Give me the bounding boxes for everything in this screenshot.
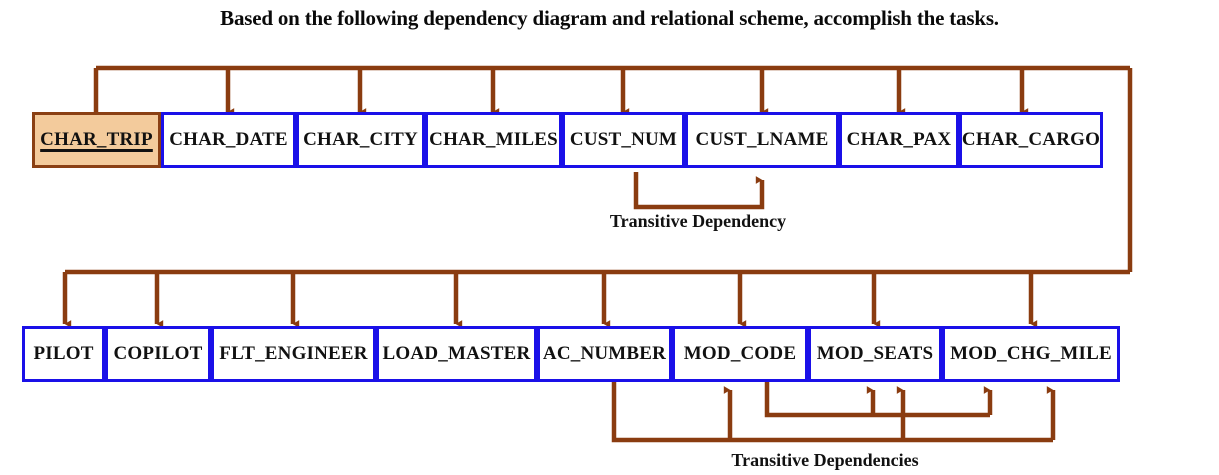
- attribute-box-cust-num[interactable]: CUST_NUM: [562, 112, 685, 168]
- attribute-box-flt-engineer[interactable]: FLT_ENGINEER: [211, 326, 376, 382]
- attribute-box-ac-number[interactable]: AC_NUMBER: [537, 326, 672, 382]
- transitive-dependency-cust-num-to-cust-lname: [633, 172, 765, 210]
- attribute-label: CHAR_TRIP: [40, 129, 153, 150]
- attribute-label: CHAR_PAX: [846, 129, 952, 150]
- attribute-label: FLT_ENGINEER: [219, 343, 368, 364]
- attribute-label: LOAD_MASTER: [382, 343, 531, 364]
- attribute-label: PILOT: [33, 343, 94, 364]
- attribute-box-cust-lname[interactable]: CUST_LNAME: [685, 112, 839, 168]
- pk-dependency-bridge: [65, 68, 1133, 275]
- attribute-label: COPILOT: [113, 343, 203, 364]
- attribute-box-mod-chg-mile[interactable]: MOD_CHG_MILE: [942, 326, 1120, 382]
- attribute-label: MOD_SEATS: [816, 343, 934, 364]
- attribute-box-char-pax[interactable]: CHAR_PAX: [839, 112, 959, 168]
- attribute-label: MOD_CODE: [683, 343, 797, 364]
- attribute-label: CHAR_CITY: [303, 129, 418, 150]
- attribute-label: CHAR_CARGO: [961, 129, 1101, 150]
- transitive-dependency-caption-bottom: Transitive Dependencies: [731, 450, 919, 470]
- pk-dependency-bus-row2: [62, 272, 1038, 328]
- attribute-box-char-cargo[interactable]: CHAR_CARGO: [959, 112, 1103, 168]
- attribute-box-char-city[interactable]: CHAR_CITY: [296, 112, 425, 168]
- attribute-box-copilot[interactable]: COPILOT: [105, 326, 211, 382]
- attribute-label: CHAR_DATE: [169, 129, 288, 150]
- attribute-box-load-master[interactable]: LOAD_MASTER: [376, 326, 537, 382]
- transitive-dependency-caption-top: Transitive Dependency: [609, 211, 787, 231]
- attribute-label: CUST_NUM: [569, 129, 678, 150]
- attribute-box-char-trip[interactable]: CHAR_TRIP: [32, 112, 161, 168]
- attribute-box-mod-code[interactable]: MOD_CODE: [672, 326, 808, 382]
- attribute-box-char-miles[interactable]: CHAR_MILES: [425, 112, 562, 168]
- attribute-label: CUST_LNAME: [695, 129, 829, 150]
- attribute-label: AC_NUMBER: [542, 343, 667, 364]
- transitive-dependency-mod-code-group: [764, 382, 993, 418]
- attribute-label: MOD_CHG_MILE: [950, 343, 1112, 364]
- attribute-box-mod-seats[interactable]: MOD_SEATS: [808, 326, 942, 382]
- attribute-box-pilot[interactable]: PILOT: [22, 326, 105, 382]
- transitive-dependency-ac-number-group: [611, 382, 1056, 443]
- attribute-box-char-date[interactable]: CHAR_DATE: [161, 112, 296, 168]
- attribute-label: CHAR_MILES: [429, 129, 558, 150]
- page-title: Based on the following dependency diagra…: [220, 6, 999, 30]
